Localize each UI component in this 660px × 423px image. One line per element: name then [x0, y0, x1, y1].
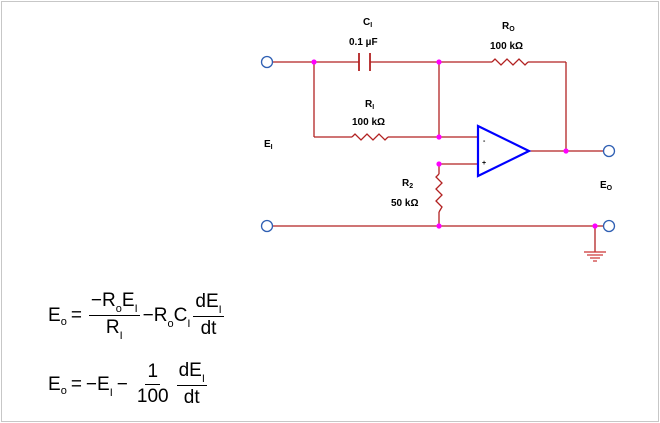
terminal-input-top [260, 55, 274, 69]
node-cap-right [436, 59, 442, 65]
terminal-input-bottom [260, 219, 274, 233]
eq1-term: RoCI [153, 304, 191, 330]
eq2-lhs: E [48, 373, 61, 395]
r1-value: 100 kΩ [352, 117, 385, 128]
node-output [563, 148, 569, 154]
c1-label: CI [363, 17, 372, 29]
eo-label: EO [600, 180, 613, 192]
ro-value: 100 kΩ [490, 41, 523, 52]
terminal-output-top [602, 144, 616, 158]
terminals [260, 55, 616, 233]
wires [272, 53, 604, 252]
opamp-icon: - + [476, 124, 532, 178]
node-noninverting [436, 161, 442, 167]
node-r2-bottom [436, 223, 442, 229]
ground-icon [584, 251, 606, 262]
eq1-frac1-denominator: RI [105, 317, 123, 342]
ro-label: RO [502, 21, 515, 33]
r2-value: 50 kΩ [391, 198, 418, 209]
resistor-r1 [351, 133, 389, 141]
resistor-ro [491, 58, 529, 66]
node-input-top [311, 59, 317, 65]
eq2-equals: = [70, 373, 82, 395]
eq2-frac2-denominator: dt [183, 387, 200, 408]
r2-label: R2 [402, 178, 413, 190]
terminal-output-bottom [602, 219, 616, 233]
opamp-noninverting-sign: + [482, 160, 486, 167]
eq2-frac1-denominator: 100 [136, 386, 169, 407]
eq1-frac1-numerator: −RoEI [88, 290, 140, 316]
eq1-frac2-numerator: dEI [193, 291, 224, 317]
eq1-lhs: E [48, 304, 61, 326]
node-inverting [436, 134, 442, 140]
eq1-lhs-sub: o [60, 315, 67, 328]
eq1-fraction-1: −RoEI RI [88, 290, 140, 342]
junction-nodes [311, 59, 598, 229]
eq2-fraction-2: dEI dt [176, 360, 207, 409]
opamp-inverting-sign: - [483, 138, 486, 145]
eq2-fraction-1: 1 100 [135, 361, 171, 408]
node-ground [592, 223, 598, 229]
r1-label: RI [365, 99, 374, 111]
eq2-minus: − [116, 373, 128, 395]
eq2-lhs-sub: o [60, 384, 67, 397]
eq1-equals: = [70, 304, 82, 326]
eq2-frac2-numerator: dEI [176, 360, 207, 386]
eq1-fraction-2: dEI dt [193, 291, 224, 340]
eq1-frac2-denominator: dt [200, 318, 217, 339]
c1-value: 0.1 µF [349, 37, 378, 48]
eq1-minus: − [142, 304, 154, 326]
ei-label: EI [264, 139, 273, 151]
resistor-r2 [435, 173, 443, 213]
eq2-neg-e: −EI [85, 373, 113, 399]
eq2-frac1-numerator: 1 [145, 361, 161, 385]
